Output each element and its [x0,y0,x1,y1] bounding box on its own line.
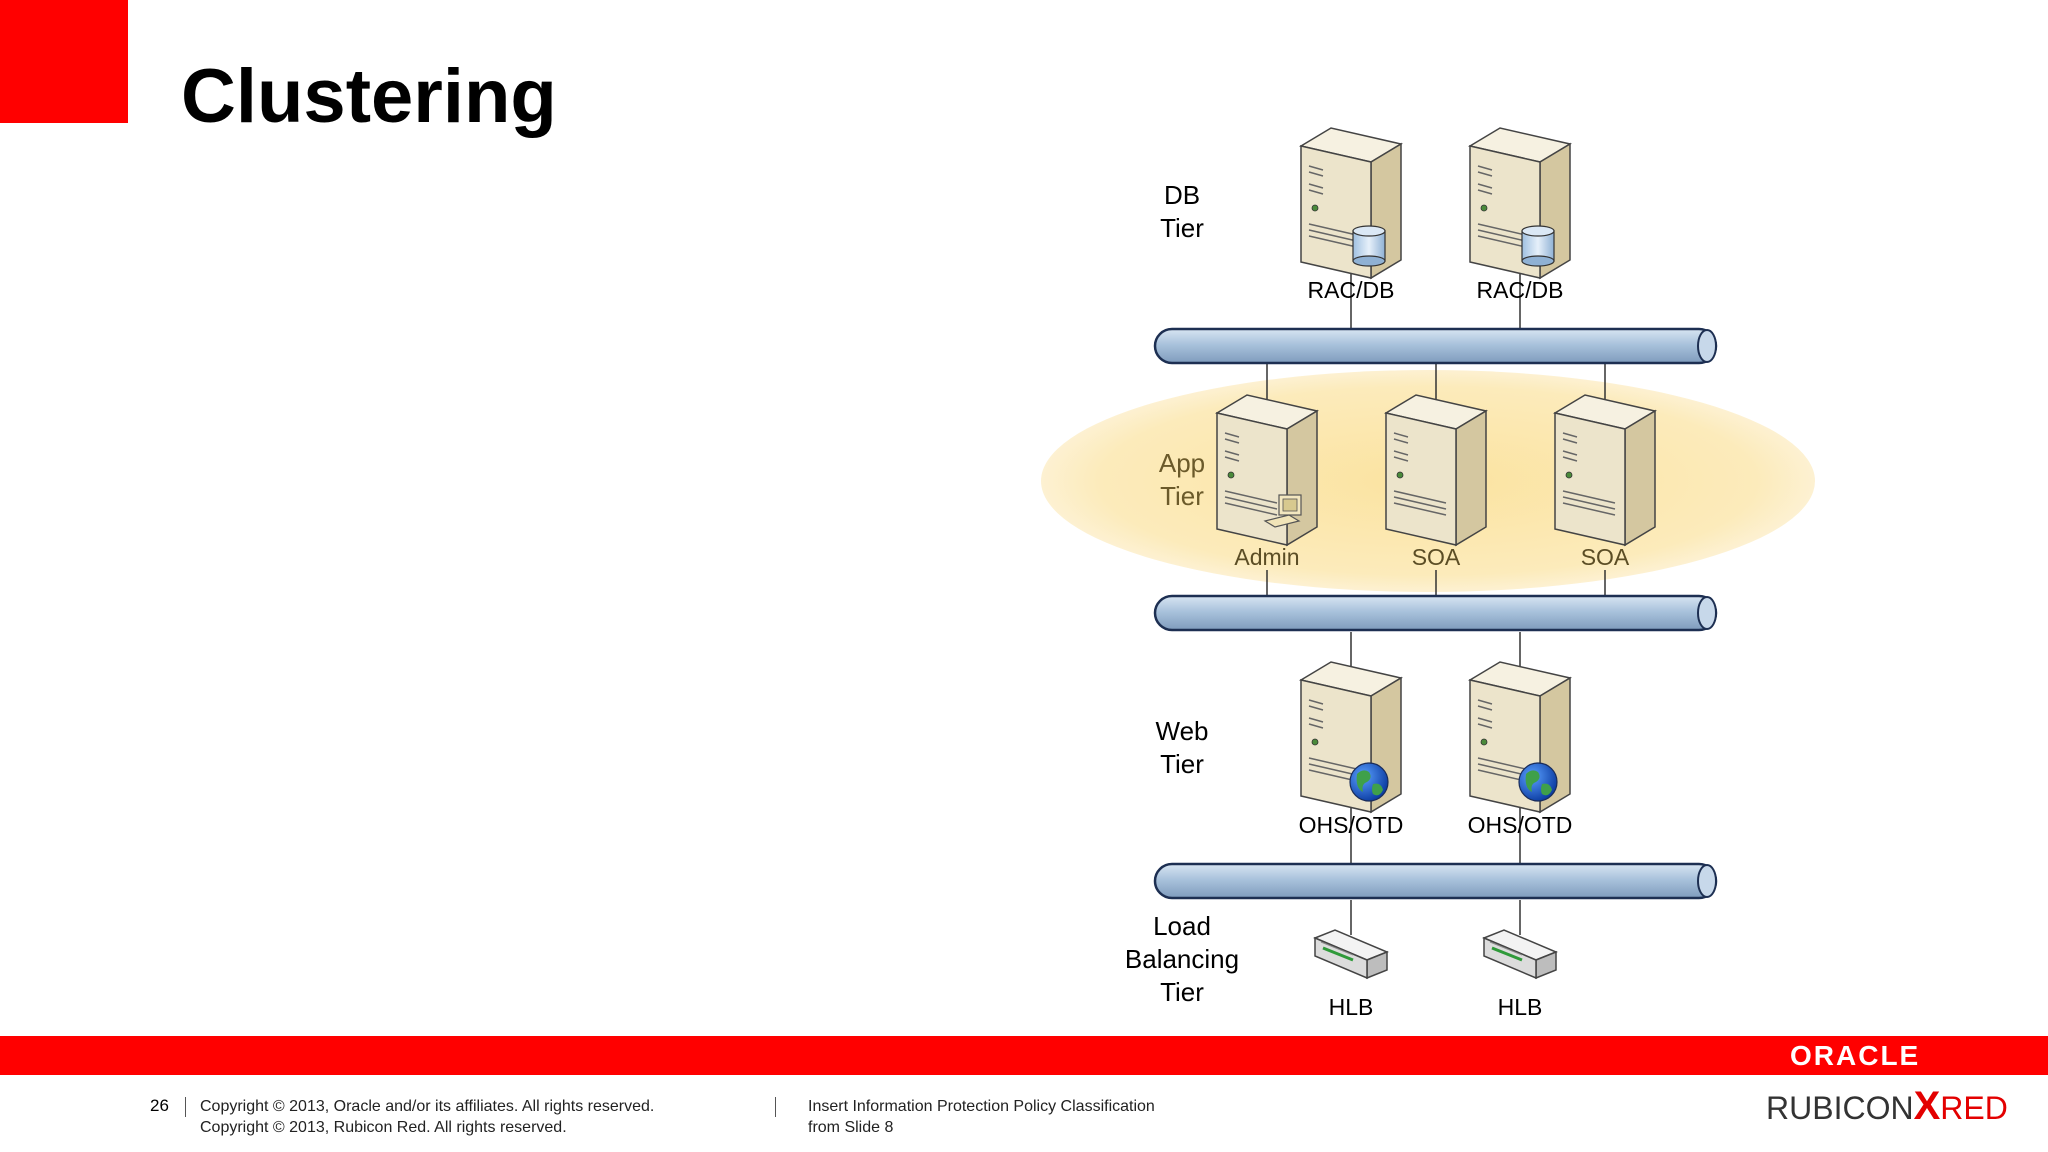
web-tier-label-line2: Tier [1160,749,1204,779]
globe-icon [1518,762,1558,802]
web-server-1-label: OHS/OTD [1299,812,1404,838]
network-bus-web [1153,862,1718,900]
copyright-line-oracle: Copyright © 2013, Oracle and/or its affi… [200,1098,655,1115]
policy-line-1: Insert Information Protection Policy Cla… [808,1098,1155,1115]
app-tier-label-line2: Tier [1160,481,1204,511]
footer-red-bar [0,1036,2048,1075]
oracle-logo: ORACLE [1790,1040,1921,1071]
slide-title: Clustering [181,54,557,139]
app-server-soa-2 [1554,394,1656,546]
database-icon [1352,225,1386,267]
db-server-2-label: RAC/DB [1477,277,1564,303]
policy-line-2: from Slide 8 [808,1119,894,1136]
rubicon-logo-part1: RUBICON [1766,1090,1914,1126]
app-server-soa-1 [1385,394,1487,546]
lb-tier-label-line2: Balancing [1125,944,1239,974]
copyright-line-rubicon: Copyright © 2013, Rubicon Red. All right… [200,1119,567,1136]
brand-red-block [0,0,128,123]
app-server-admin-label: Admin [1234,544,1299,570]
web-tier-label-line1: Web [1156,716,1209,746]
footer-separator [775,1097,776,1117]
web-server-1 [1300,661,1402,813]
app-tier-label-line1: App [1159,448,1205,478]
load-balancer-icon [1482,928,1558,980]
admin-console-icon [1263,494,1302,528]
app-server-soa-2-label: SOA [1581,544,1630,570]
rubicon-red-logo: RUBICONXRED [1766,1084,2008,1129]
load-balancer-1 [1313,928,1389,980]
rubicon-logo-x: X [1913,1084,1941,1128]
page-number: 26 [150,1096,169,1115]
db-server-1 [1300,127,1402,279]
app-server-admin [1216,394,1318,546]
policy-classification: Insert Information Protection Policy Cla… [808,1096,1155,1138]
network-bus-db [1153,327,1718,365]
load-balancer-2 [1482,928,1558,980]
web-server-2-label: OHS/OTD [1468,812,1573,838]
copyright-text: Copyright © 2013, Oracle and/or its affi… [200,1096,654,1138]
load-balancer-icon [1313,928,1389,980]
db-tier-label-line2: Tier [1160,213,1204,243]
load-balancer-2-label: HLB [1498,994,1543,1020]
db-server-2 [1469,127,1571,279]
app-server-soa-1-label: SOA [1412,544,1461,570]
network-bus-app [1153,594,1718,632]
rubicon-logo-part2: RED [1940,1090,2008,1126]
lb-tier-label-line3: Tier [1160,977,1204,1007]
connector-lines [1266,265,1606,935]
load-balancer-1-label: HLB [1329,994,1374,1020]
db-tier-label-line1: DB [1164,180,1200,210]
lb-tier-label-line1: Load [1153,911,1211,941]
footer-separator [185,1097,186,1117]
database-icon [1521,225,1555,267]
db-server-1-label: RAC/DB [1308,277,1395,303]
globe-icon [1349,762,1389,802]
web-server-2 [1469,661,1571,813]
